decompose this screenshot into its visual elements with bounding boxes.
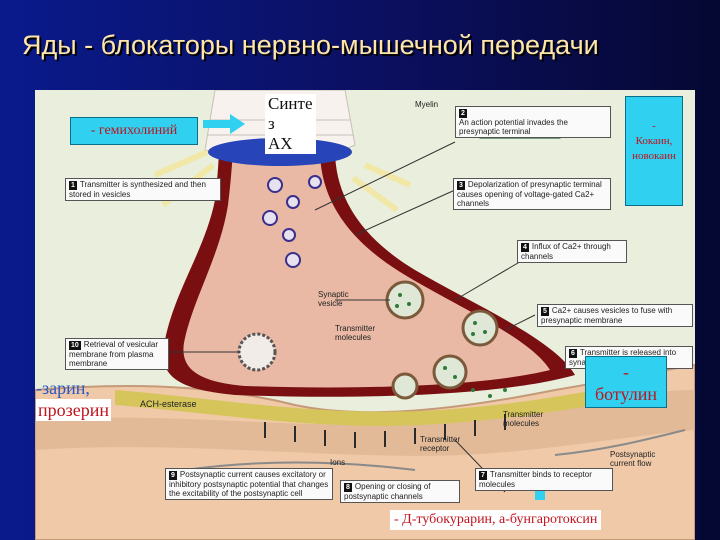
sarin-label: -зарин, прозерин	[36, 378, 111, 421]
tubocurarine-label: - Д-тубокурарин, а-бунгаротоксин	[390, 510, 602, 530]
ion-flow-arrows	[184, 429, 686, 471]
synaptic-vesicle-label: Synaptic vesicle	[318, 290, 349, 308]
pointer-lines	[165, 141, 536, 493]
synthesis-label: Синте з АХ	[265, 94, 316, 154]
botulin-box: - ботулин	[585, 356, 667, 408]
slide-title: Яды - блокаторы нервно-мышечной передачи	[22, 30, 599, 60]
transmitter-molecules-label: Transmitter molecules	[335, 324, 376, 342]
transmitter-receptor-label: Transmitter receptor	[420, 435, 461, 453]
hemicholinium-arrow	[203, 114, 245, 134]
hemicholinium-box: - гемихолиний	[70, 117, 198, 145]
synaptic-vesicles	[385, 280, 499, 400]
myelin-label: Myelin	[415, 100, 439, 109]
synaptic-cleft	[115, 380, 655, 426]
postsynaptic-current-label: Postsynaptic current flow	[610, 450, 656, 468]
ach-esterase-label: ACH-esterase	[140, 399, 197, 409]
ions-label: Ions	[330, 458, 346, 467]
retrieved-vesicle	[237, 332, 277, 372]
postsynaptic-membrane	[35, 390, 695, 456]
receptors	[264, 414, 506, 448]
transmitter-dots	[395, 293, 507, 398]
transmitter-molecules-label-2: Transmitter molecules	[503, 410, 544, 428]
vesicles-stalk	[262, 175, 322, 268]
cocaine-box: - Кокаин, новокаин	[625, 96, 683, 206]
